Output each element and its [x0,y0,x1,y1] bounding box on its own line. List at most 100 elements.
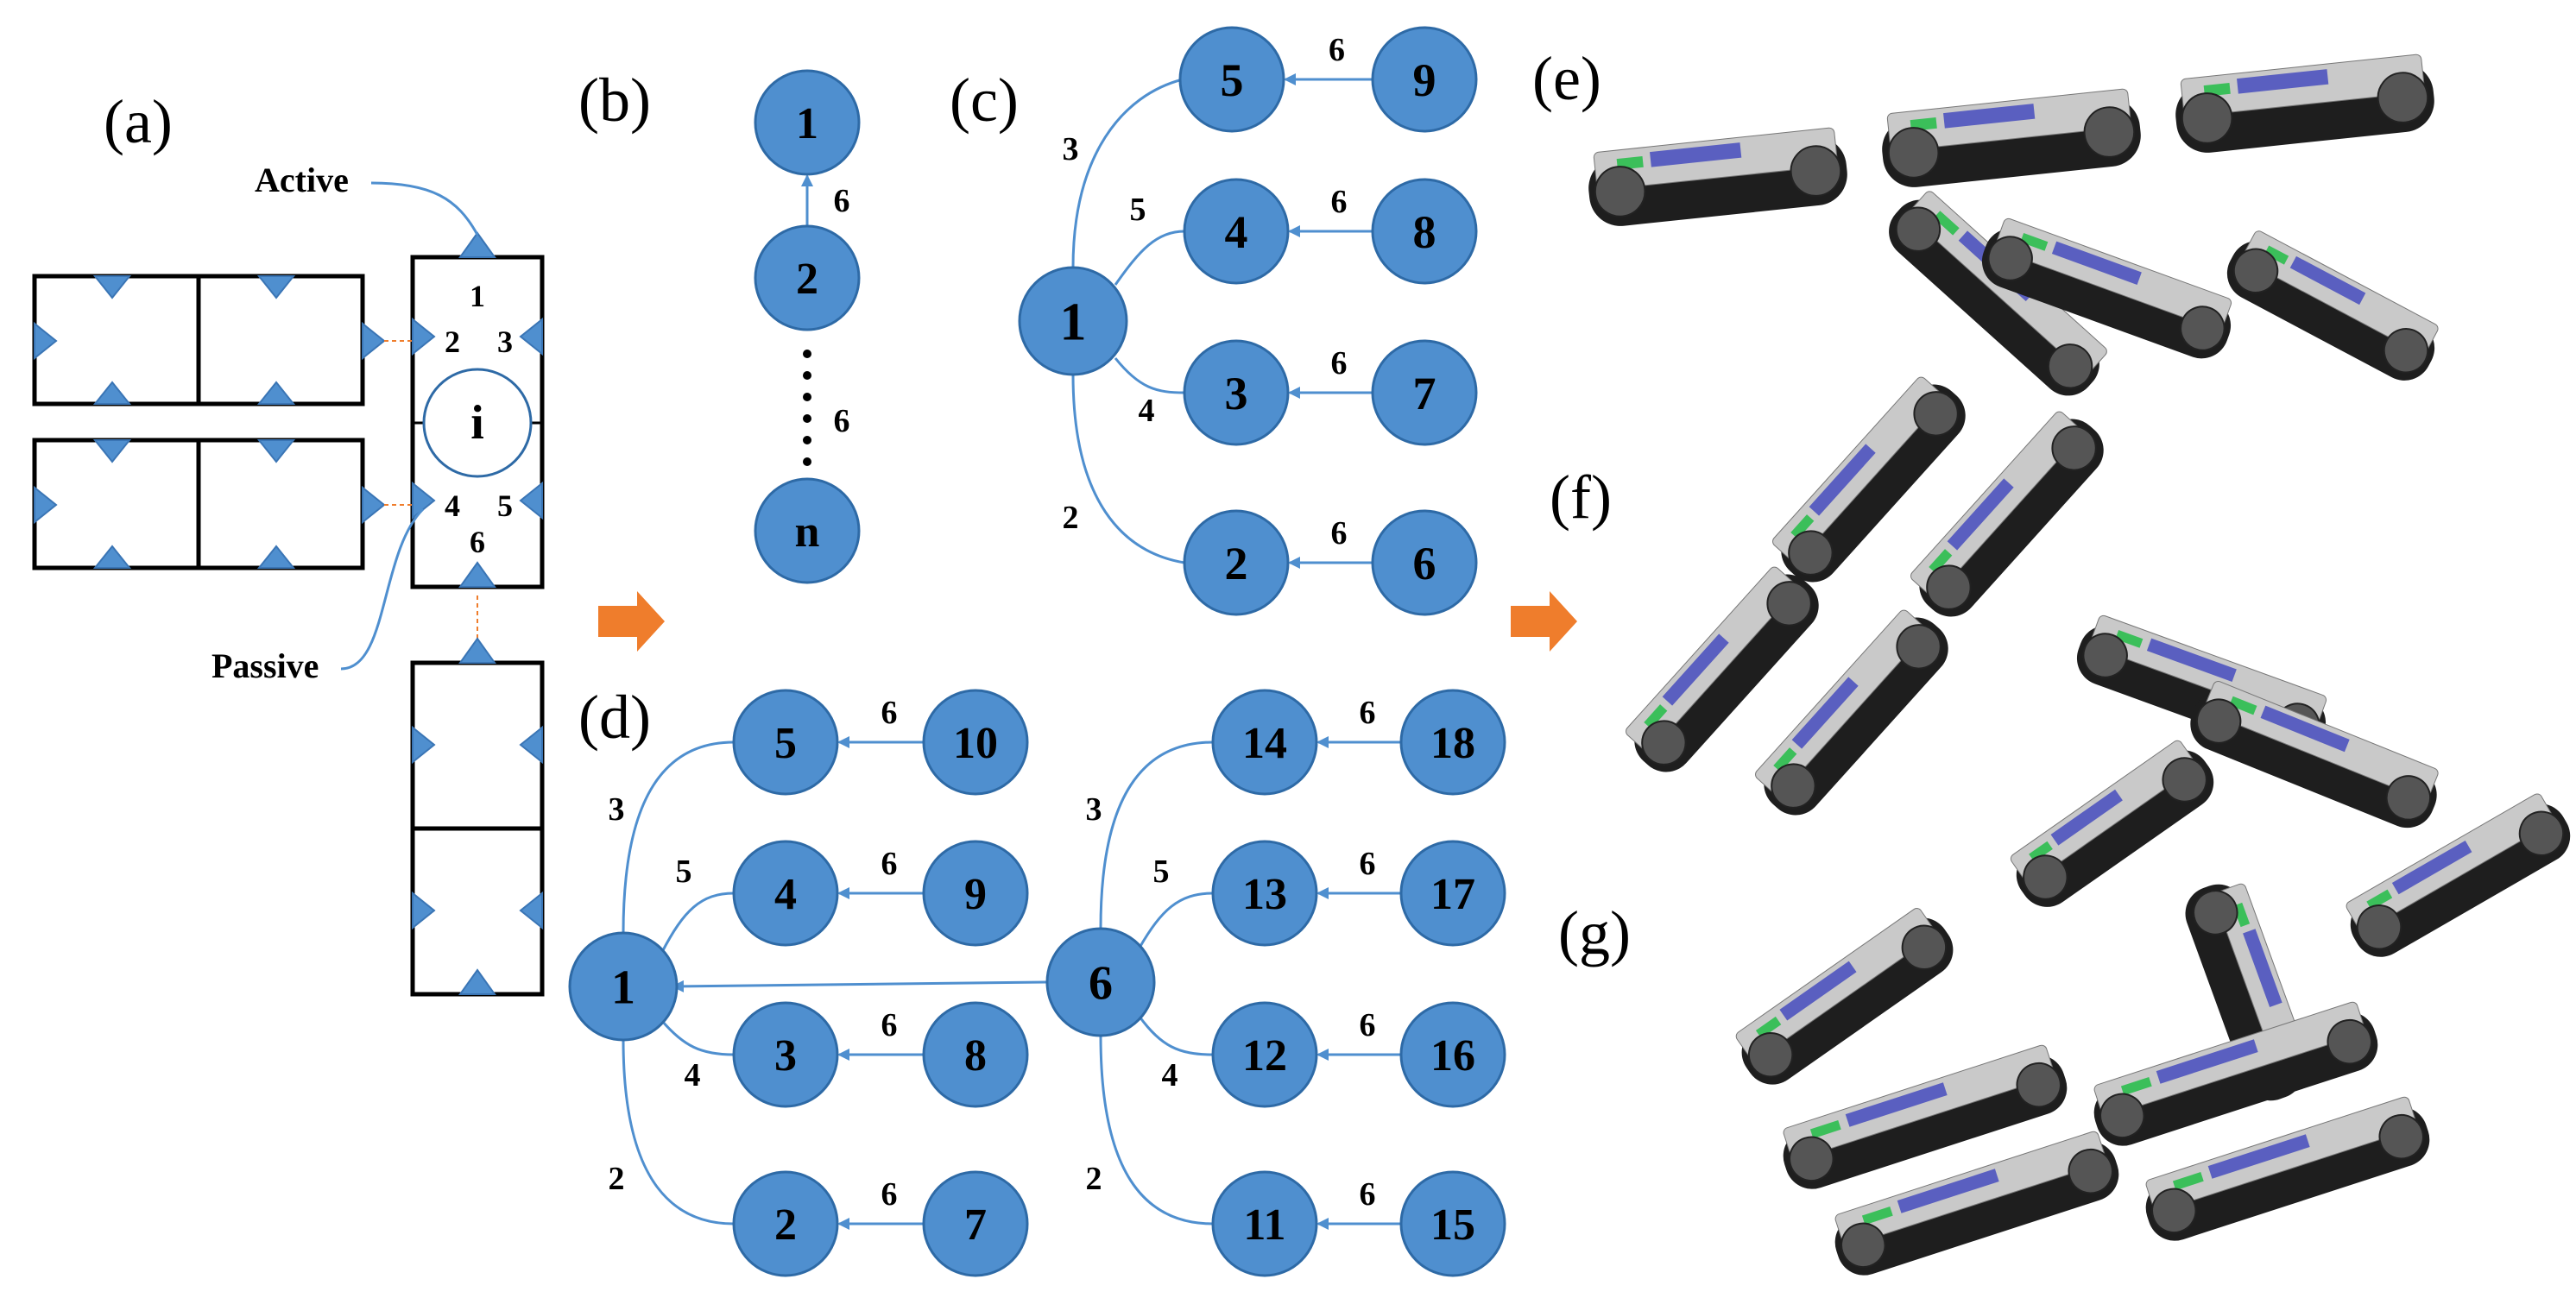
chain-ellipsis-dot [803,457,811,466]
robot-g-8-wheel [2099,1093,2145,1138]
tree-right-outer-node-17-label: 17 [1430,870,1475,919]
tree-right-inner-edge-label: 2 [1086,1161,1102,1197]
robot-e-3 [2175,54,2434,153]
robot-f-4 [1772,376,1966,583]
port-triangle [412,725,436,765]
active-port-triangle [458,231,496,258]
port-triangle [92,275,132,299]
module-i-label: i [470,396,484,450]
robot-g-3-wheel [2023,854,2068,900]
tree-left-outer-node-9: 9 [922,840,1029,947]
tree-right-outer-node-15-circle [1399,1170,1506,1277]
tree-right-outer-edge-label: 6 [1360,695,1376,731]
port-triangle [92,381,132,405]
star-inner-edge-label: 5 [1130,192,1146,228]
panel-label-c: (c) [950,66,1019,135]
tree-right-outer-node-16-label: 16 [1430,1031,1475,1081]
tree-left-outer-edge-label: 6 [881,846,898,882]
robot-e-1-wheel [1790,145,1842,197]
robot-e-2-battery [1943,104,2036,129]
panel-a-module-i: i 1 2 3 4 5 6 [384,231,545,639]
port-triangle [34,485,58,525]
robot-f-7-battery [1791,677,1859,749]
tree-left-outer-node-10: 10 [922,689,1029,796]
port-triangle [412,317,436,356]
robot-g-2-battery [2260,705,2350,753]
star-inner-node-5-label: 5 [1221,54,1244,106]
tree-left-outer-edge-label: 6 [881,1007,898,1043]
tree-bridge-edge [672,980,1047,992]
robot-g-8-battery [2156,1039,2258,1084]
orange-arrow-1 [598,591,665,652]
robot-g-5 [1735,908,1954,1085]
chain-node-1-label: 1 [796,99,818,148]
robot-f-3 [2226,230,2439,381]
tree-right-center-node-label: 6 [1089,957,1113,1011]
star-inner-edge [1071,374,1185,564]
robot-g-9-wheel [2068,1149,2113,1194]
tree-right-outer-node-18: 18 [1399,689,1506,796]
robot-g-1-board [2115,629,2144,648]
tree-graph-d: 3542666615432109873542666661413121118171… [568,689,1506,1277]
port-triangle [362,321,386,361]
robot-f-4-wheel [1788,530,1834,576]
robot-f-5-track [1919,419,2104,617]
tree-left-inner-node-4: 4 [732,840,839,947]
robot-g-7-battery [1845,1082,1948,1127]
tree-left-inner-node-3-label: 3 [774,1031,797,1081]
module-box [32,438,201,570]
port-triangle [458,561,496,588]
panel-label-a: (a) [104,87,173,156]
tree-left-inner-edge [622,740,735,934]
tree-right-inner-node-14-circle [1211,689,1318,796]
robot-g-5-battery [1779,961,1857,1021]
tree-right-outer-node-16-circle [1399,1001,1506,1108]
robot-g-6-wheel [2193,890,2238,936]
robot-f-1-wheel [1895,206,1941,252]
robot-g-5-wheel [1901,924,1948,970]
port-triangle [519,891,543,930]
tree-left-inner-node-3: 3 [732,1001,839,1108]
star-outer-node-7: 7 [1371,339,1478,446]
tree-left-inner-node-5-circle [732,689,839,796]
passive-callout-label: Passive [212,646,319,685]
robot-f-6-wheel [1641,720,1687,766]
star-inner-node-5-circle [1178,26,1285,133]
tree-right-outer-node-15-label: 15 [1430,1200,1475,1250]
tree-right-outer-node-16: 16 [1399,1001,1506,1108]
robot-g-8-board [2120,1077,2152,1096]
robot-f-7-wheel [1896,624,1941,670]
chain-node-n-circle [754,477,861,584]
robot-f-1-track [1889,199,2099,396]
tree-left-inner-node-5: 5 [732,689,839,796]
tree-left-outer-node-8-label: 8 [964,1031,987,1081]
robot-renders [1588,54,2571,1276]
chain-node-2-label: 2 [796,255,818,304]
star-center-node: 1 [1018,266,1128,376]
robot-g-2-board [2229,696,2257,715]
tree-left-inner-node-4-label: 4 [774,870,797,919]
robot-g-5-board [1755,1016,1782,1039]
robot-f-2-board [2020,232,2049,251]
robot-f-5-wheel [1926,564,1972,610]
robot-g-4-wheel [2356,904,2402,950]
tree-left-inner-edge-label: 3 [609,791,625,828]
tree-right-inner-edge [1099,1035,1214,1226]
tree-left-inner-node-3-circle [732,1001,839,1108]
robot-g-3 [2010,740,2214,907]
tree-left-outer-node-7: 7 [922,1170,1029,1277]
port-triangle [256,545,296,569]
port-label-1: 1 [470,279,485,313]
robot-f-6 [1626,566,1819,772]
robot-e-3-battery [2237,69,2329,94]
robot-g-10 [2145,1096,2430,1241]
tree-left-inner-node-2-circle [732,1170,839,1277]
tree-left-inner-edge [622,1039,735,1226]
robot-e-1-wheel [1594,166,1646,217]
star-inner-edge-label: 2 [1063,500,1079,536]
tree-left-inner-edge-label: 2 [609,1161,625,1197]
tree-left-outer-node-9-circle [922,840,1029,947]
tree-left-outer-node-8: 8 [922,1001,1029,1108]
tree-right-outer-node-15: 15 [1399,1170,1506,1277]
tree-left-inner-edge [660,1020,735,1056]
